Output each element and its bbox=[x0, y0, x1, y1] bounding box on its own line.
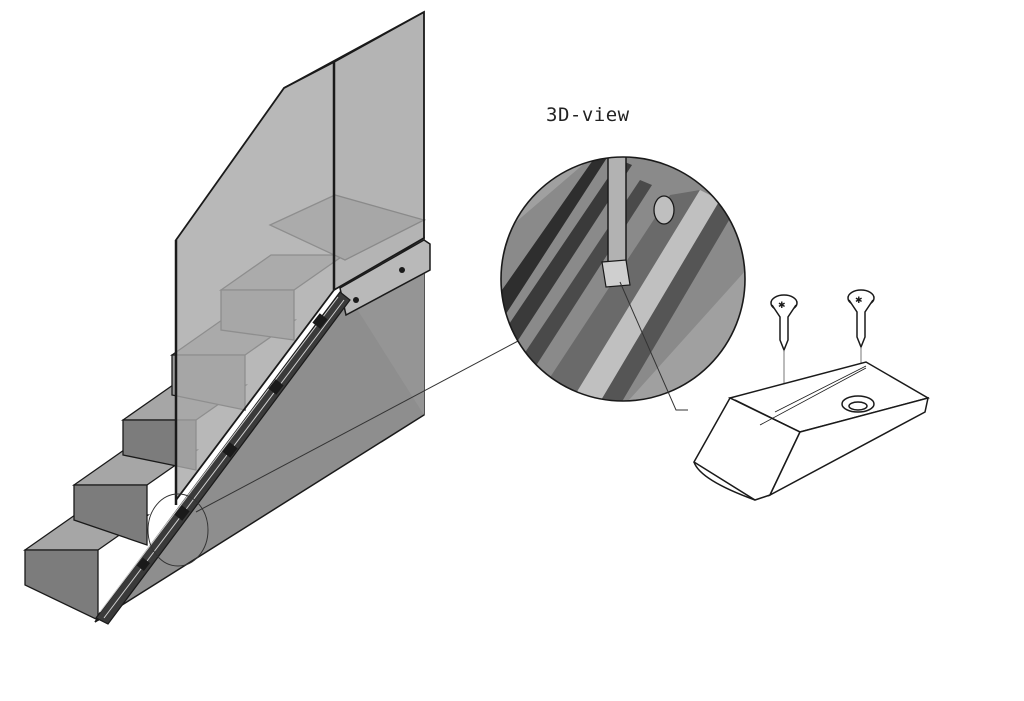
wedge-leader-line bbox=[619, 281, 688, 411]
wedge-spacer-part bbox=[692, 361, 930, 501]
countersunk-screw-icon: ✱ bbox=[770, 294, 798, 353]
glass-balustrade bbox=[174, 10, 425, 505]
detail-3d-circle bbox=[500, 156, 746, 402]
detail-marker-circle bbox=[147, 493, 209, 567]
svg-text:✱: ✱ bbox=[855, 296, 863, 306]
view-title-label: 3D-view bbox=[546, 104, 630, 126]
svg-text:✱: ✱ bbox=[778, 301, 786, 311]
base-rail-profile bbox=[95, 291, 351, 625]
countersunk-screw-icon: ✱ bbox=[847, 289, 875, 350]
top-bracket bbox=[339, 239, 431, 317]
detail-leader-line bbox=[195, 339, 521, 513]
